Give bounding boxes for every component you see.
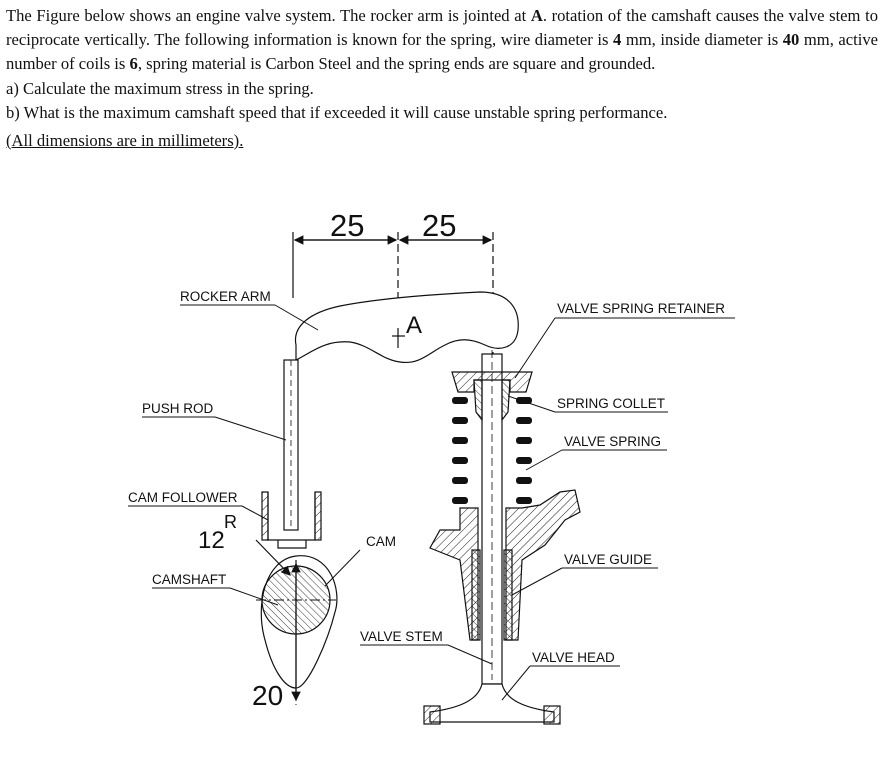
valve-guide-right bbox=[503, 549, 513, 641]
label-spring-collet: SPRING COLLET bbox=[557, 396, 665, 411]
dim-right-value: 25 bbox=[422, 208, 456, 243]
leader-valve-stem bbox=[447, 644, 493, 665]
spring-collet-right bbox=[501, 379, 511, 422]
label-valve-head: VALVE HEAD bbox=[532, 650, 615, 665]
rocker-arm bbox=[294, 291, 519, 364]
leader-push-rod bbox=[214, 416, 287, 441]
question-b: b) What is the maximum camshaft speed th… bbox=[6, 102, 668, 122]
label-valve-spring: VALVE SPRING bbox=[564, 434, 661, 449]
valve-seat-left bbox=[423, 705, 441, 725]
leader-camshaft bbox=[229, 587, 279, 606]
question-a: a) Calculate the maximum stress in the s… bbox=[6, 78, 314, 98]
leader-valve-spring bbox=[525, 449, 563, 471]
radius-symbol: R bbox=[224, 512, 237, 532]
valve-seat-right bbox=[543, 705, 561, 725]
lift-value: 20 bbox=[252, 680, 283, 711]
label-valve-guide: VALVE GUIDE bbox=[564, 552, 652, 567]
inside-diameter: 40 bbox=[782, 30, 800, 50]
valve-head bbox=[429, 683, 555, 723]
problem-intro: The Figure below shows an engine valve s… bbox=[6, 4, 878, 77]
dim-left-value: 25 bbox=[330, 208, 364, 243]
leader-valve-head bbox=[501, 665, 531, 701]
intro-text-2: . rotation of the camshaft causes the va… bbox=[6, 6, 878, 50]
label-cam: CAM bbox=[366, 534, 396, 549]
leader-rocker bbox=[274, 304, 319, 331]
label-valve-stem: VALVE STEM bbox=[360, 629, 443, 644]
label-rocker-arm: ROCKER ARM bbox=[180, 289, 271, 304]
dimension-note: (All dimensions are in millimeters). bbox=[6, 131, 244, 151]
intro-text-3: mm, inside diameter is bbox=[621, 30, 783, 50]
follower-foot bbox=[277, 540, 307, 549]
label-push-rod: PUSH ROD bbox=[142, 401, 214, 416]
leader-cam-follower bbox=[241, 505, 269, 521]
intro-text-5: , spring material is Carbon Steel and th… bbox=[137, 54, 656, 74]
label-valve-spring-retainer: VALVE SPRING RETAINER bbox=[557, 301, 725, 316]
cylinder-head-right bbox=[505, 489, 581, 641]
leader-valve-guide bbox=[511, 567, 563, 596]
wire-diameter: 4 bbox=[612, 30, 622, 50]
valve-spring bbox=[452, 397, 532, 504]
pivot-label: A bbox=[406, 312, 422, 339]
label-camshaft: CAMSHAFT bbox=[152, 572, 226, 587]
valve-guide-left bbox=[471, 549, 481, 641]
active-coils: 6 bbox=[129, 54, 138, 74]
label-cam-follower: CAM FOLLOWER bbox=[128, 490, 238, 505]
intro-text-1: The Figure below shows an engine valve s… bbox=[6, 6, 531, 25]
problem-statement: The Figure below shows an engine valve s… bbox=[6, 4, 878, 153]
leader-cam bbox=[324, 549, 361, 587]
intro-text-4: mm, active number of coils is bbox=[6, 30, 878, 74]
leader-collet bbox=[507, 395, 556, 413]
cylinder-head-left bbox=[429, 507, 479, 641]
radius-leader bbox=[255, 539, 291, 576]
spring-collet-left bbox=[473, 379, 483, 422]
radius-value: 12 bbox=[198, 527, 225, 554]
leader-retainer bbox=[514, 317, 556, 379]
pivot-ref: A bbox=[530, 6, 543, 25]
